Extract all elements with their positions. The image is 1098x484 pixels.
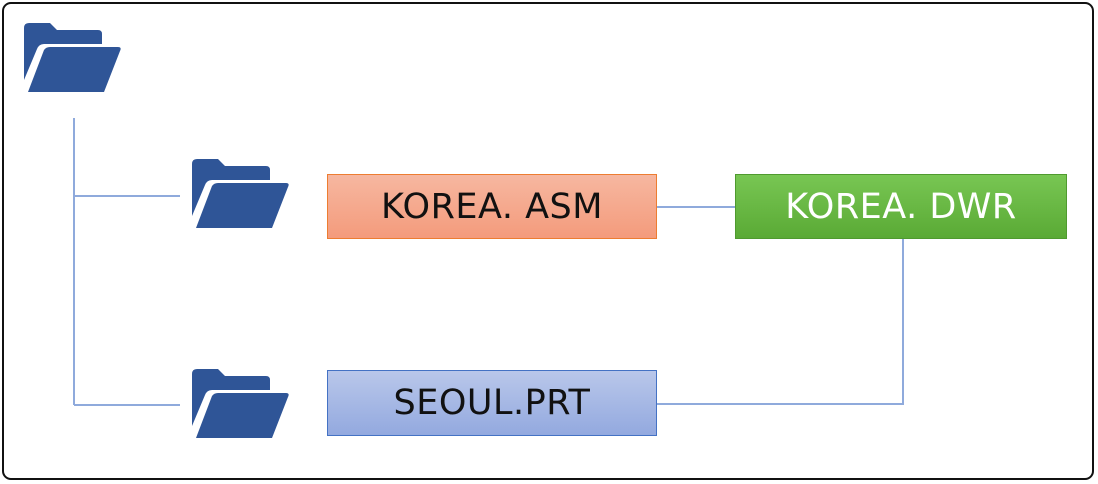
- asm-node[interactable]: KOREA. ASM: [327, 174, 657, 239]
- prt-node[interactable]: SEOUL.PRT: [327, 370, 657, 436]
- folder-open-icon[interactable]: [190, 366, 290, 442]
- dwr-prt-connector: [657, 239, 904, 405]
- dwr-node[interactable]: KOREA. DWR: [735, 174, 1067, 239]
- dwr-node-label: KOREA. DWR: [785, 186, 1017, 227]
- folder-open-icon[interactable]: [190, 156, 290, 232]
- folder-open-icon[interactable]: [22, 20, 122, 96]
- asm-node-label: KOREA. ASM: [381, 186, 603, 227]
- prt-node-label: SEOUL.PRT: [393, 383, 591, 423]
